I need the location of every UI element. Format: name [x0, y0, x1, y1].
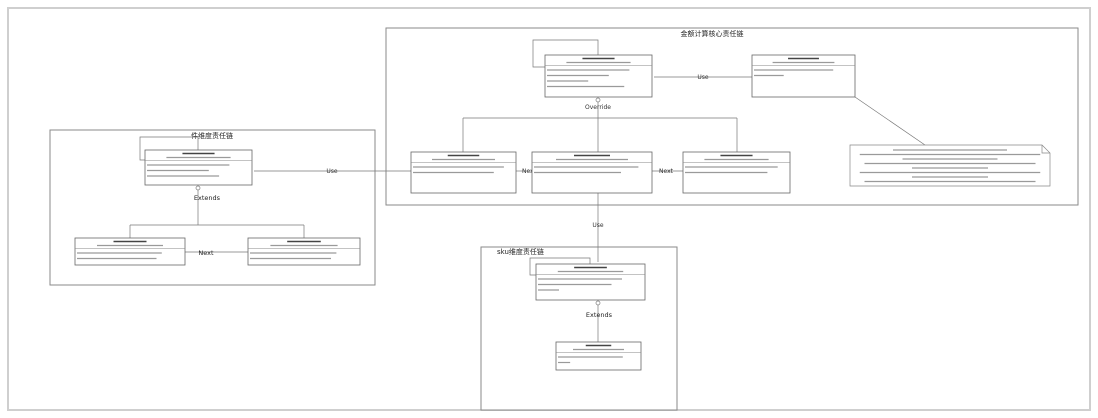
edge-note-link	[854, 96, 926, 146]
label-next: Next	[198, 249, 214, 257]
edge-override-tree	[462, 99, 738, 152]
note	[849, 144, 1051, 187]
class-box	[682, 151, 791, 194]
class-boxes	[74, 54, 856, 371]
inherit-arrow-core	[595, 97, 601, 103]
label-use: Use	[697, 74, 709, 81]
label-next: Next	[659, 168, 674, 175]
class-box	[544, 54, 653, 98]
class-box	[74, 237, 186, 266]
label-override: Override	[585, 104, 611, 111]
label-extends: Extends	[194, 194, 221, 202]
package-sku-title: sku维度责任链	[497, 247, 544, 256]
package-piece-title: 件维度责任链	[191, 131, 233, 140]
class-box	[535, 263, 646, 301]
package-core-title: 金额计算核心责任链	[681, 29, 744, 38]
edges	[129, 39, 926, 342]
label-extends: Extends	[586, 311, 613, 319]
self-loop-sku	[529, 257, 591, 276]
class-box	[531, 151, 653, 194]
edge-extends-piece	[129, 187, 305, 238]
label-next: Next	[522, 168, 537, 175]
class-box	[247, 237, 361, 266]
self-loop-core	[532, 39, 599, 68]
label-use: Use	[592, 222, 604, 229]
class-box	[555, 341, 642, 371]
self-loop-piece	[139, 136, 199, 161]
edge-labels: Use Override Use Next Next Use Extends N…	[194, 74, 709, 319]
class-box	[751, 54, 856, 98]
label-use: Use	[326, 168, 338, 175]
class-box	[410, 151, 517, 194]
class-box	[144, 149, 253, 186]
